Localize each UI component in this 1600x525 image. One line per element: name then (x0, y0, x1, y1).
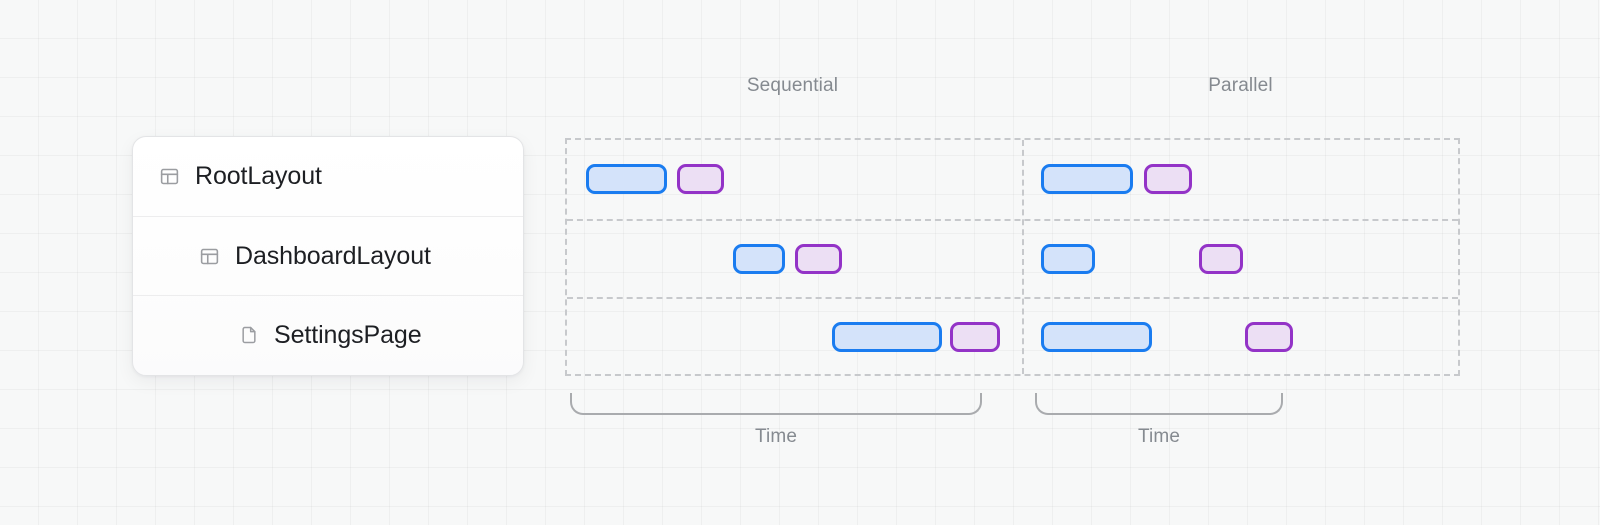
bar-parallel-render-row1 (1144, 164, 1192, 195)
bar-parallel-fetch-row1 (1041, 164, 1133, 195)
time-bracket (570, 393, 982, 415)
bar-parallel-render-row2 (1199, 243, 1243, 274)
hierarchy-item-settingspage[interactable]: SettingsPage (133, 295, 523, 374)
bar-sequential-fetch-row2 (733, 243, 785, 274)
bar-sequential-render-row2 (795, 243, 842, 274)
time-axis-label: Time (754, 426, 798, 447)
bar-parallel-fetch-row2 (1041, 243, 1095, 274)
timeline-row-settingspage (567, 297, 1458, 376)
column-header-sequential: Sequential (746, 75, 839, 96)
bar-sequential-fetch-row3 (832, 322, 942, 353)
layout-panel-icon (159, 166, 180, 187)
bar-parallel-render-row3 (1245, 322, 1293, 353)
timeline-grid (565, 138, 1460, 376)
hierarchy-item-label: RootLayout (195, 162, 322, 190)
time-bracket (1035, 393, 1283, 415)
time-axis-sequential: Time (570, 393, 982, 448)
column-divider (1022, 140, 1024, 374)
column-header-parallel: Parallel (1208, 75, 1273, 96)
timeline-row-rootlayout (567, 140, 1458, 219)
bar-sequential-render-row3 (950, 322, 1000, 353)
document-icon (238, 325, 259, 346)
timeline-row-dashboardlayout (567, 218, 1458, 298)
hierarchy-item-label: DashboardLayout (235, 241, 431, 270)
layout-hierarchy-card: RootLayout DashboardLayout SettingsPage (132, 136, 524, 376)
hierarchy-item-rootlayout[interactable]: RootLayout (133, 137, 523, 216)
layout-panel-icon (199, 246, 220, 267)
hierarchy-item-dashboardlayout[interactable]: DashboardLayout (133, 216, 523, 295)
bar-sequential-render-row1 (677, 164, 724, 195)
timeline-diagram: Sequential Parallel (565, 75, 1461, 465)
bar-parallel-fetch-row3 (1041, 322, 1152, 353)
hierarchy-item-label: SettingsPage (274, 320, 422, 349)
bar-sequential-fetch-row1 (586, 164, 667, 195)
time-axis-parallel: Time (1035, 393, 1283, 448)
time-axis-label: Time (1137, 426, 1181, 447)
